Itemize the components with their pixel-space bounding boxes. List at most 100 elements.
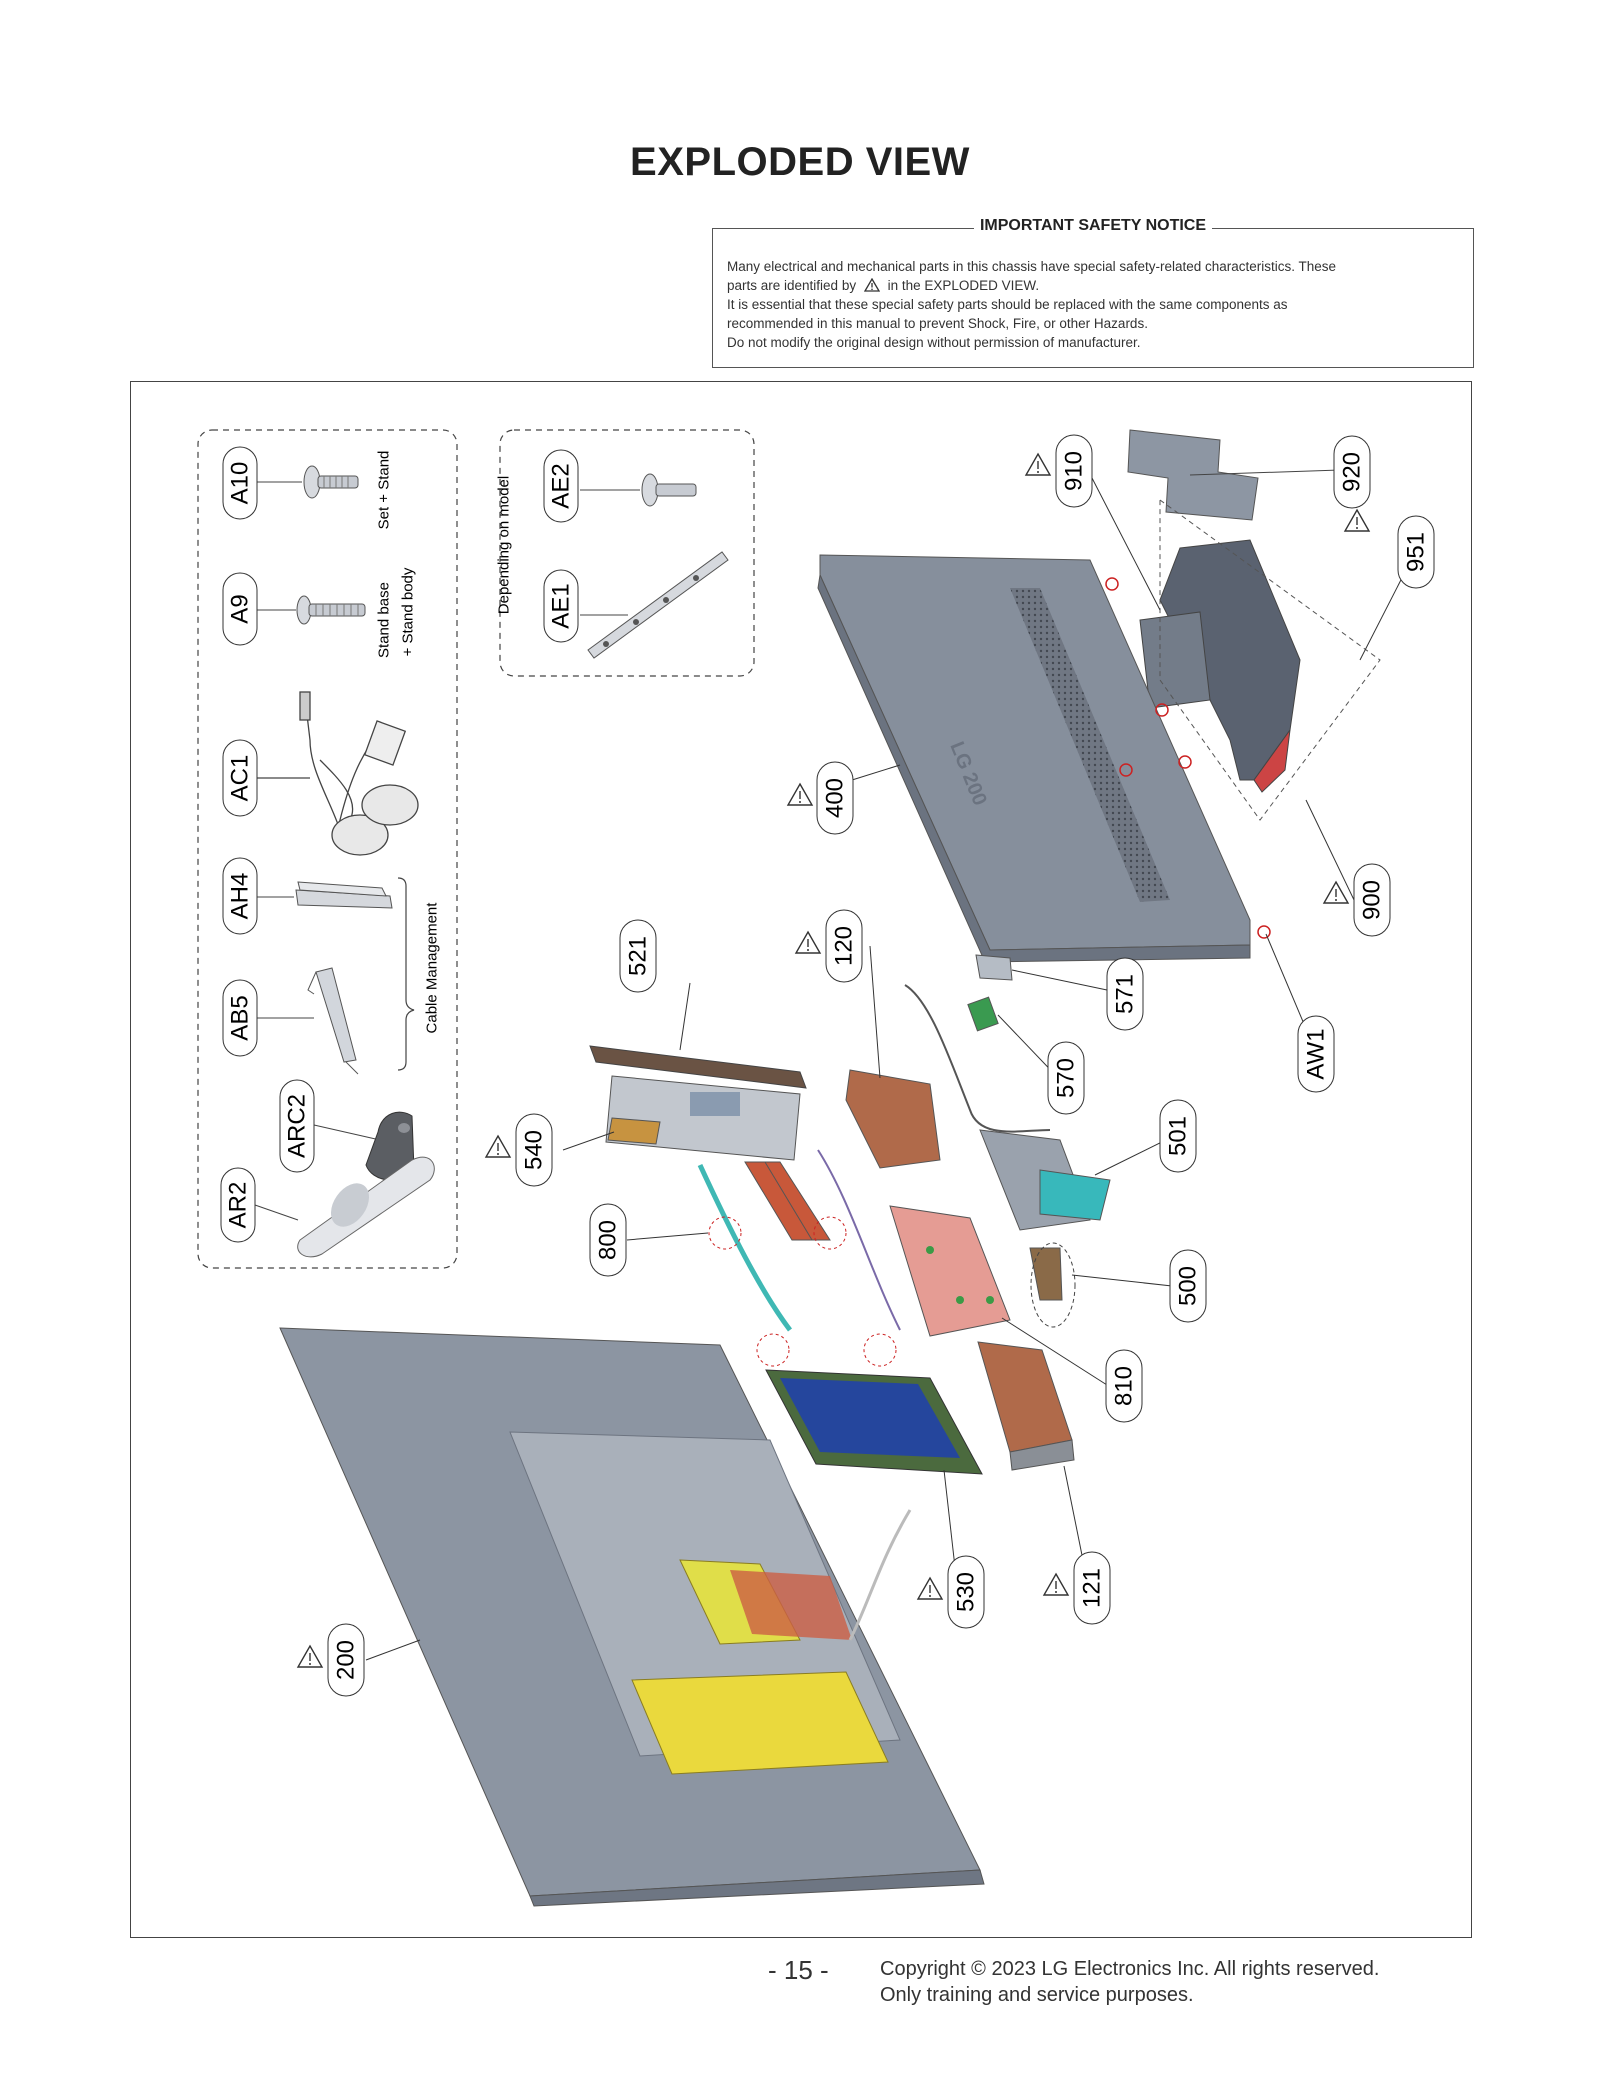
shield-plate-810 [889, 1205, 1011, 1337]
svg-text:521: 521 [625, 936, 652, 976]
main-board-assembly [589, 1045, 807, 1161]
safety-notice-box: IMPORTANT SAFETY NOTICE Many electrical … [712, 217, 1474, 368]
callout-810: 810 [1105, 1349, 1143, 1423]
footer-copyright: Copyright © 2023 LG Electronics Inc. All… [880, 1956, 1379, 2008]
svg-text:910: 910 [1061, 451, 1088, 491]
svg-text:AH4: AH4 [227, 873, 254, 920]
exploded-view-frame [130, 381, 1472, 1938]
svg-text:AC1: AC1 [227, 755, 254, 802]
ribbon-cables-800 [697, 1149, 901, 1367]
notice-line-3: It is essential that these special safet… [727, 297, 1288, 312]
accessories-box [197, 429, 458, 1269]
notice-line-5: Do not modify the original design withou… [727, 335, 1141, 350]
callout-400: 400 [787, 761, 854, 835]
connector-500 [1029, 1242, 1076, 1328]
label-set-stand: Set + Stand [376, 451, 393, 530]
svg-text:AB5: AB5 [227, 995, 254, 1040]
callout-900: 900 [1323, 863, 1391, 937]
svg-text:920: 920 [1339, 452, 1366, 492]
svg-text:AE1: AE1 [548, 583, 575, 628]
callout-521: 521 [619, 919, 657, 993]
purpose-line: Only training and service purposes. [880, 1984, 1194, 2006]
ah4-cable-clip [255, 881, 393, 909]
ab5-cable-holder [255, 967, 359, 1075]
callout-arc2: ARC2 [279, 1079, 315, 1173]
svg-text:500: 500 [1175, 1266, 1202, 1306]
callout-aw1: AW1 [1297, 1015, 1335, 1093]
callout-500: 500 [1169, 1249, 1207, 1323]
power-board-121 [977, 1341, 1075, 1471]
notice-line-2: parts are identified by in the EXPLODED … [727, 277, 1040, 293]
callout-200: 200 [297, 1623, 365, 1697]
callout-ae2: AE2 [543, 449, 579, 523]
stand-assembly [1139, 499, 1381, 821]
svg-text:951: 951 [1403, 532, 1430, 572]
callout-ar2: AR2 [220, 1167, 256, 1243]
safety-notice-body: Many electrical and mechanical parts in … [727, 257, 1459, 352]
callout-540: 540 [485, 1113, 553, 1187]
sub-board-570 [967, 996, 999, 1032]
notice-line-4: recommended in this manual to prevent Sh… [727, 316, 1148, 331]
callout-800: 800 [589, 1203, 627, 1277]
callout-ah4: AH4 [222, 857, 258, 935]
svg-text:570: 570 [1053, 1058, 1080, 1098]
svg-text:810: 810 [1111, 1366, 1138, 1406]
svg-text:AW1: AW1 [1303, 1028, 1330, 1079]
svg-text:A10: A10 [227, 462, 254, 505]
callout-120: 120 [795, 909, 863, 983]
bracket-571 [975, 954, 1013, 981]
callout-951: 951 [1397, 515, 1435, 589]
label-cable-management: Cable Management [424, 902, 441, 1034]
a9-screw [255, 595, 366, 625]
ae1-bracket [580, 551, 729, 659]
safety-notice-heading: IMPORTANT SAFETY NOTICE [973, 217, 1213, 234]
callout-ae1: AE1 [543, 569, 579, 643]
svg-text:800: 800 [595, 1220, 622, 1260]
copyright-line: Copyright © 2023 LG Electronics Inc. All… [880, 1958, 1380, 1980]
svg-text:200: 200 [333, 1640, 360, 1680]
page-number: - 15 - [768, 1955, 829, 1985]
power-board-120 [845, 1069, 941, 1169]
svg-text:540: 540 [521, 1130, 548, 1170]
cable-management-brace [397, 877, 415, 1071]
ae2-screw [580, 473, 697, 507]
callout-530: 530 [917, 1555, 985, 1629]
label-depending-on-model: Depending on model [496, 476, 513, 614]
label-stand-body: + Stand body [400, 567, 417, 656]
svg-text:530: 530 [953, 1572, 980, 1612]
callout-571: 571 [1106, 957, 1144, 1031]
notice-line-1: Many electrical and mechanical parts in … [727, 259, 1337, 274]
callout-121: 121 [1043, 1551, 1111, 1625]
speaker-bracket-501 [979, 1129, 1111, 1231]
callout-910: 910 [1025, 434, 1093, 508]
svg-text:400: 400 [822, 778, 849, 818]
ac1-earphones [255, 691, 419, 856]
callout-920: 920 [1333, 435, 1371, 532]
display-panel-200 [279, 1327, 985, 1907]
callout-501: 501 [1159, 1099, 1197, 1173]
ar2-remote [254, 1156, 435, 1258]
svg-text:A9: A9 [227, 594, 254, 623]
callout-ac1: AC1 [222, 739, 258, 817]
callout-a10: A10 [222, 446, 258, 520]
svg-text:AE2: AE2 [548, 463, 575, 508]
warning-triangle-icon [863, 277, 880, 292]
optional-parts-box [499, 429, 755, 677]
tcon-board-530 [765, 1369, 983, 1475]
page-title: EXPLODED VIEW [630, 140, 970, 184]
cable-571 [904, 984, 1051, 1133]
a10-screw [255, 465, 359, 499]
svg-text:120: 120 [831, 926, 858, 966]
svg-text:121: 121 [1079, 1568, 1106, 1608]
svg-text:AR2: AR2 [225, 1182, 252, 1229]
svg-text:ARC2: ARC2 [284, 1094, 311, 1158]
callout-ab5: AB5 [222, 979, 258, 1057]
label-stand-base: Stand base [376, 582, 393, 658]
svg-text:571: 571 [1112, 974, 1139, 1014]
callout-a9: A9 [222, 572, 258, 646]
svg-text:900: 900 [1359, 880, 1386, 920]
callout-570: 570 [1047, 1041, 1085, 1115]
svg-text:501: 501 [1165, 1116, 1192, 1156]
back-cover-part: LG 200 [817, 554, 1271, 963]
